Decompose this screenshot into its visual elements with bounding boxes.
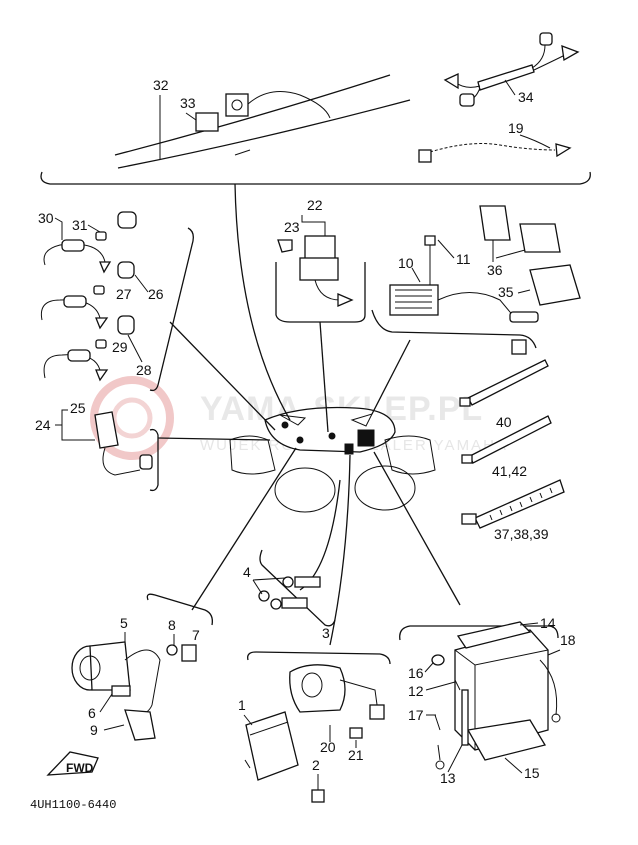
callout-10: 10 [398, 255, 414, 271]
part-21-screw-icon [349, 727, 363, 739]
part-35-boot-icon [529, 264, 581, 306]
part-40-tie-icon [467, 359, 549, 406]
callout-5: 5 [120, 615, 128, 631]
callout-29: 29 [112, 339, 128, 355]
coil-group: 5 6 9 8 7 [71, 593, 213, 741]
part-23-bracket-icon [277, 239, 293, 253]
callout-17: 17 [408, 707, 424, 723]
fwd-label: FWD [66, 761, 94, 775]
callout-1: 1 [238, 697, 246, 713]
callout-2: 2 [312, 757, 320, 773]
callout-25: 25 [70, 400, 86, 416]
callout-41-42: 41,42 [492, 463, 527, 479]
relay-group: 22 23 [275, 197, 366, 323]
callout-6: 6 [88, 705, 96, 721]
callout-18: 18 [560, 632, 576, 648]
cdi-group: 1 2 20 21 [238, 651, 391, 803]
part-6-bolt-icon [111, 685, 131, 697]
callout-20: 20 [320, 739, 336, 755]
bolts-group: 4 3 [243, 549, 336, 641]
callout-40: 40 [496, 414, 512, 430]
callout-3: 3 [322, 625, 330, 641]
callout-37-38-39: 37,38,39 [494, 526, 549, 542]
part-11-bolt-icon [424, 235, 436, 246]
part-2-screw-icon [311, 789, 325, 803]
part-25-coil-icon [94, 411, 153, 476]
callout-26: 26 [148, 286, 164, 302]
part-36-cover-icon [479, 205, 511, 241]
callout-4: 4 [243, 564, 251, 580]
callout-13: 13 [440, 770, 456, 786]
part-14-battery-icon [454, 629, 549, 751]
callout-19: 19 [508, 120, 524, 136]
part-7-bolt-icon [181, 644, 197, 662]
part-32-sensor-icon [225, 93, 249, 117]
part-15-tray-icon [466, 719, 547, 761]
part-22-relay-icon [304, 235, 336, 261]
part-1-cdi-icon [245, 711, 299, 781]
callout-28: 28 [136, 362, 152, 378]
part-14-cover-icon [456, 621, 532, 649]
atv-body [229, 406, 436, 513]
part-30-sensor-icon [61, 239, 85, 252]
part-31-plug-icon [117, 211, 137, 229]
callout-21: 21 [348, 747, 364, 763]
callout-27: 27 [116, 286, 132, 302]
part-19-wire-icon [418, 134, 572, 163]
part-8-washer-icon [166, 644, 178, 656]
callout-35: 35 [498, 284, 514, 300]
callout-9: 9 [90, 722, 98, 738]
rectifier-group: 10 11 36 35 [371, 205, 581, 355]
callout-33: 33 [180, 95, 196, 111]
part-9-cap-icon [124, 709, 156, 741]
fwd-arrow: FWD [46, 751, 99, 776]
callout-31: 31 [72, 217, 88, 233]
callout-23: 23 [284, 219, 300, 235]
part-3-bolt-icon [294, 576, 321, 588]
part-20-unit-icon [289, 664, 346, 713]
battery-group: 14 18 16 12 17 13 15 [399, 615, 576, 786]
part-37-tie-icon [474, 479, 565, 529]
callout-15: 15 [524, 765, 540, 781]
callout-32: 32 [153, 77, 169, 93]
callout-22: 22 [307, 197, 323, 213]
callout-12: 12 [408, 683, 424, 699]
callout-14: 14 [540, 615, 556, 631]
callout-24: 24 [35, 417, 51, 433]
callout-36: 36 [487, 262, 503, 278]
callout-16: 16 [408, 665, 424, 681]
diagram-code: 4UH1100-6440 [30, 798, 116, 812]
part-13-bolt-icon [461, 689, 469, 746]
cable-ties: 40 41,42 37,38,39 [459, 359, 565, 542]
callout-11: 11 [456, 251, 471, 267]
left-group: 30 31 27 26 29 28 24 25 [35, 210, 194, 492]
leader-lines [157, 183, 461, 646]
callout-8: 8 [168, 617, 176, 633]
callout-30: 30 [38, 210, 54, 226]
yamaha-logo-icon [90, 376, 174, 460]
part-16-nut-icon [431, 654, 445, 666]
part-33-cap-icon [195, 112, 219, 132]
callout-34: 34 [518, 89, 534, 105]
callout-7: 7 [192, 627, 200, 643]
top-group: 32 33 34 19 [40, 32, 591, 185]
part-34-harness-icon [443, 32, 580, 107]
